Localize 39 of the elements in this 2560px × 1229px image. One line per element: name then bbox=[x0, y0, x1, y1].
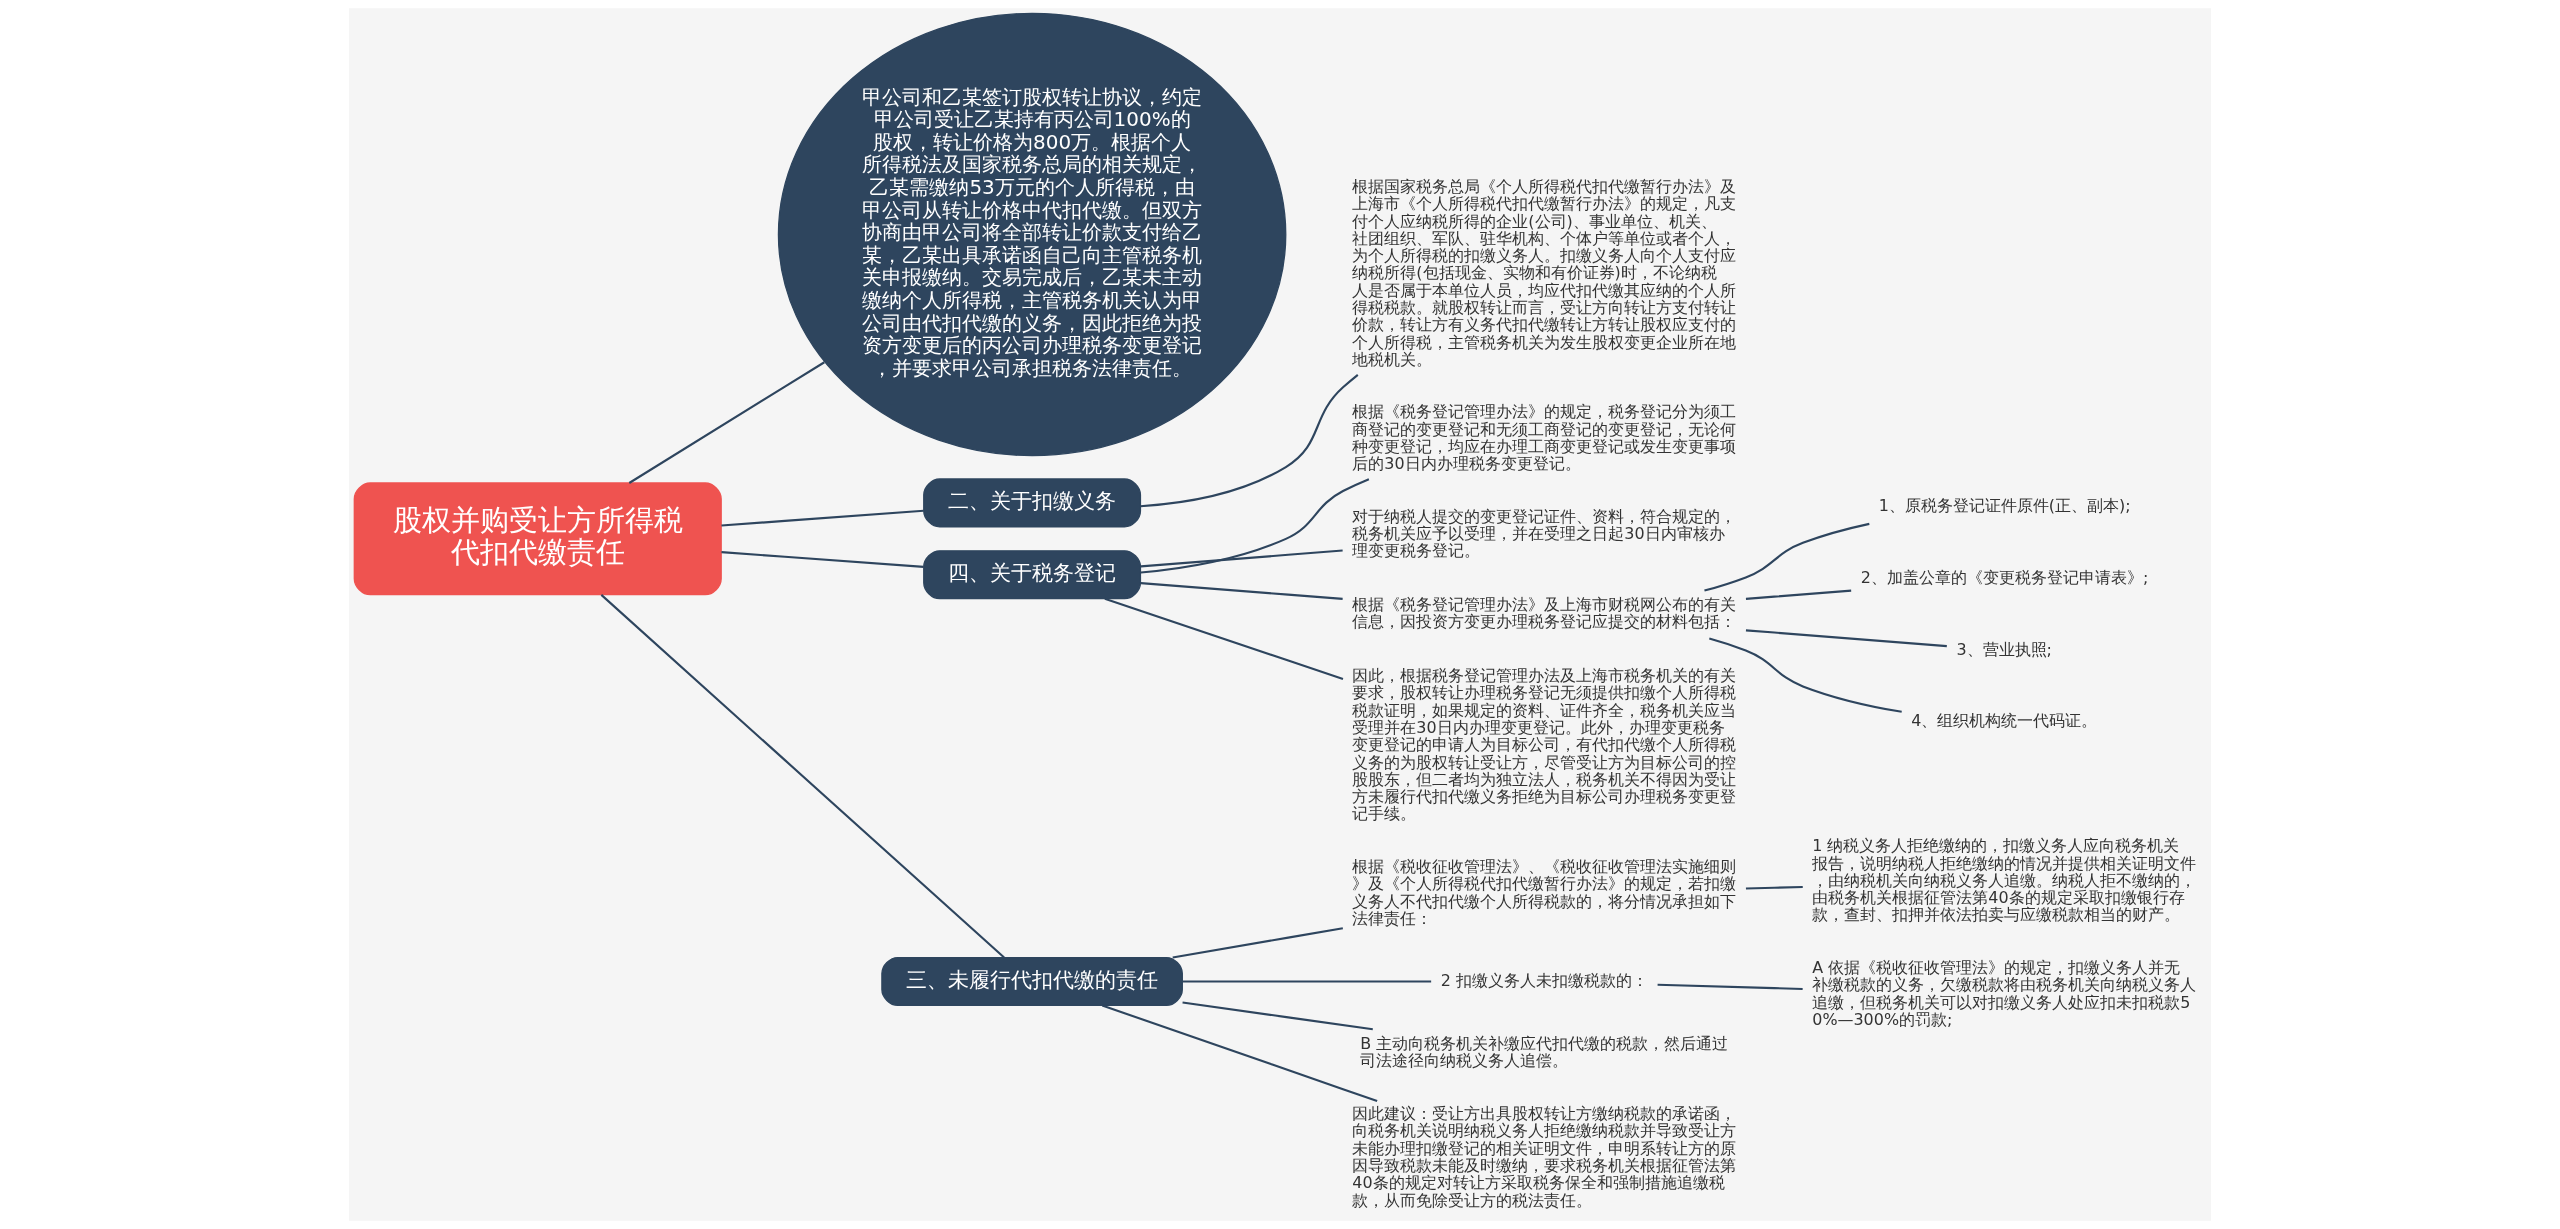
connector bbox=[1104, 597, 1344, 680]
node-box: 三、未履行代扣代缴的责任 bbox=[881, 956, 1183, 1007]
node-text: 根据《税收征收管理法》、《税收征收管理法实施细则》及《个人所得税代扣代缴暂行办法》的规定，若扣缴义务人不代扣代缴个人所得税款的，将分情况承担如下法律责任： bbox=[1352, 856, 1737, 928]
node-text: 根据《税务登记管理办法》的规定，税务登记分为须工商登记的变更登记和无须工商登记的变更登记，无论何种变更登记，均应在办理工商变更登记或发生变更事项后的30日内办理税务变更登记。 bbox=[1352, 402, 1737, 474]
connector bbox=[1745, 589, 1852, 600]
connector bbox=[628, 361, 825, 484]
node-text: 因此建议：受让方出具股权转让方缴纳税款的承诺函，向税务机关说明纳税义务人拒绝缴纳税款并导致受让方未能办理扣缴登记的相关证明文件，申明系转让方的原因导致税款未能及时缴纳，要求税务机关根据征管法第40条的规定对转让方采取税务保全和强制措施追缴税款，从而免除受让方的税法责任。 bbox=[1352, 1104, 1737, 1210]
node-text: 3、营业执照; bbox=[1956, 639, 2052, 659]
connector bbox=[1182, 980, 1432, 983]
node-box: 二、关于扣缴义务 bbox=[923, 478, 1142, 528]
connector bbox=[1101, 1004, 1378, 1102]
node-text: 4、组织机构统一代码证。 bbox=[1911, 711, 2098, 731]
connector bbox=[1704, 522, 1870, 592]
connector bbox=[1140, 582, 1343, 600]
connector bbox=[600, 594, 1005, 959]
node-box: 四、关于税务登记 bbox=[923, 550, 1142, 600]
connector bbox=[1140, 549, 1343, 568]
node-text: 对于纳税人提交的变更登记证件、资料，符合规定的，税务机关应予以受理，并在受理之日起30日内审核办理变更税务登记。 bbox=[1352, 506, 1737, 561]
connector bbox=[721, 551, 924, 568]
node-text: 1 纳税义务人拒绝缴纳的，扣缴义务人应向税务机关报告，说明纳税人拒绝缴纳的情况并提供相关证明文件，由纳税机关向纳税义务人追缴。纳税人拒不缴纳的，由税务机关根据征管法第40条的规定采取扣缴银行存款，查封、扣押并依法拍卖与应缴税款相当的财产。 bbox=[1812, 836, 2197, 925]
node-text: 根据《税务登记管理办法》及上海市财税网公布的有关信息，因投资方变更办理税务登记应提交的材料包括： bbox=[1352, 595, 1737, 632]
connector bbox=[1745, 885, 1803, 890]
node-text: 2、加盖公章的《变更税务登记申请表》; bbox=[1860, 567, 2149, 587]
connector bbox=[1657, 983, 1803, 990]
connector bbox=[1709, 637, 1902, 713]
node-text: 1、原税务登记证件原件(正、副本); bbox=[1878, 496, 2131, 516]
node-box: 股权并购受让方所得税代扣代缴责任 bbox=[353, 482, 722, 596]
node-text: B 主动向税务机关补缴应代扣代缴的税款，然后通过司法途径向纳税义务人追偿。 bbox=[1360, 1033, 1729, 1071]
node-text: 因此，根据税务登记管理办法及上海市税务机关的有关要求，股权转让办理税务登记无须提供扣缴个人所得税税款证明，如果规定的资料、证件齐全，税务机关应当受理并在30日内办理变更登记。此外，办理变更税务变更登记的申请人为目标公司，有代扣代缴个人所得税义务的为股权转让受让方，尽管受让方为目标公司的控股股东，但二者均为独立法人，税务机关不得因为受让方未履行代扣代缴义务拒绝为目标公司办理税务变更登记手续。 bbox=[1352, 666, 1737, 824]
connector bbox=[721, 509, 924, 527]
connector bbox=[1182, 1001, 1373, 1031]
connector bbox=[1172, 927, 1343, 959]
node-text: 根据国家税务总局《个人所得税代扣代缴暂行办法》及上海市《个人所得税代扣代缴暂行办法》的规定，凡支付个人应纳税所得的企业(公司)、事业单位、机关、社团组织、军队、驻华机构、个体户等单位或者个人，为个人所得税的扣缴义务人。扣缴义务人向个人支付应纳税所得(包括现金、实物和有价证券)时，不论纳税人是否属于本单位人员，均应代扣代缴其应纳的个人所得税税款。就股权转让而言，受让方向转让方支付转让价款，转让方有义务代扣代缴转让方转让股权应支付的个人所得税，主管税务机关为发生股权变更企业所在地地税机关。 bbox=[1352, 177, 1737, 369]
connector bbox=[1140, 374, 1359, 508]
node-text: A 依据《税收征收管理法》的规定，扣缴义务人并无补缴税款的义务，欠缴税款将由税务机关向纳税义务人追缴，但税务机关可以对扣缴义务人处应扣未扣税款50%—300%的罚款; bbox=[1812, 957, 2197, 1029]
connector bbox=[1745, 629, 1947, 648]
node-text: 2 扣缴义务人未扣缴税款的： bbox=[1440, 970, 1648, 990]
connector bbox=[1140, 478, 1370, 574]
node-ellipse: 甲公司和乙某签订股权转让协议，约定甲公司受让乙某持有丙公司100%的股权，转让价格为800万。根据个人所得税法及国家税务总局的相关规定，乙某需缴纳53万元的个人所得税，由甲公司从转让价格中代扣代缴。但双方协商由甲公司将全部转让价款支付给乙某，乙某出具承诺函自己向主管税务机关申报缴纳。交易完成后，乙某未主动缴纳个人所得税，主管税务机关认为甲公司由代扣代缴的义务，因此拒绝为投资方变更后的丙公司办理税务变更登记，并要求甲公司承担税务法律责任。 bbox=[777, 12, 1287, 457]
